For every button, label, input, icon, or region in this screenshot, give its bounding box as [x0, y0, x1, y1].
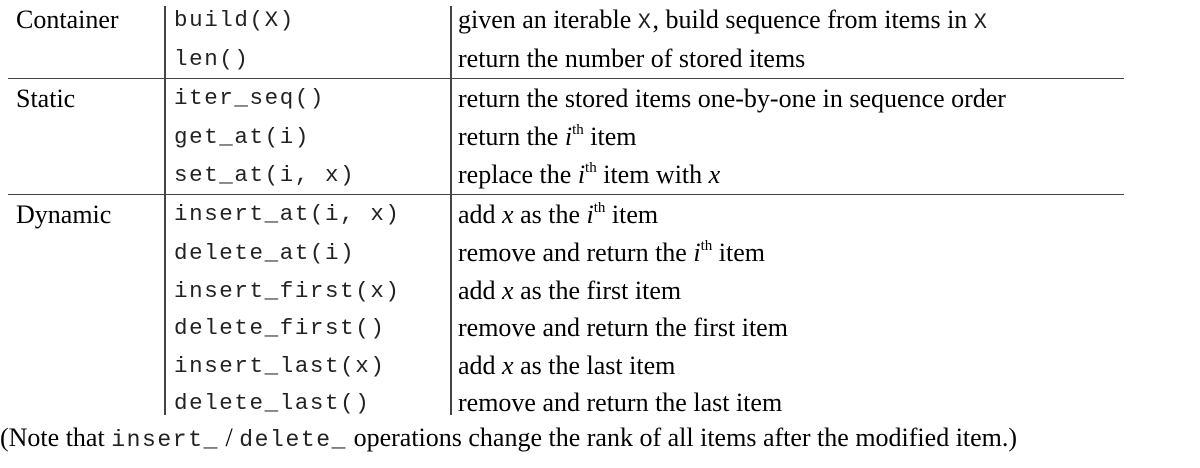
code-delete: delete_	[239, 427, 348, 453]
operation-name: len()	[174, 45, 250, 72]
group-dynamic: Dynamic insert_at(i, x) add x as the ith…	[8, 193, 1124, 423]
operation-description: remove and return the ith item	[458, 238, 765, 268]
table-row: Container build(X) given an iterable X, …	[8, 0, 1124, 40]
group-container: Container build(X) given an iterable X, …	[8, 0, 1124, 78]
category-label: Container	[16, 5, 119, 34]
operation-name: iter_seq()	[174, 85, 326, 112]
operation-description: return the ith item	[458, 122, 637, 152]
table-row: Dynamic insert_at(i, x) add x as the ith…	[8, 195, 1124, 235]
operation-description: add x as the first item	[458, 275, 682, 305]
table-row: get_at(i) return the ith item	[8, 119, 1124, 157]
operation-name: delete_first()	[174, 315, 386, 341]
operation-name: insert_at(i, x)	[174, 201, 401, 228]
operation-description: return the number of stored items	[458, 43, 806, 73]
operation-name: delete_last()	[174, 390, 371, 416]
table-row: delete_at(i) remove and return the ith i…	[8, 235, 1124, 273]
operation-description: replace the ith item with x	[458, 159, 721, 189]
column-divider-right	[450, 6, 452, 415]
category-label: Static	[16, 83, 76, 113]
code-insert: insert_	[111, 427, 220, 453]
group-static: Static iter_seq() return the stored item…	[8, 77, 1124, 194]
operation-description: given an iterable X, build sequence from…	[458, 4, 989, 35]
sequence-interface-table: Container build(X) given an iterable X, …	[8, 0, 1124, 422]
table-row: insert_first(x) add x as the first item	[8, 272, 1124, 310]
operation-description: remove and return the first item	[458, 313, 788, 343]
category-label: Dynamic	[16, 199, 112, 229]
operation-name: build(X)	[174, 6, 295, 33]
operation-description: return the stored items one-by-one in se…	[458, 83, 1006, 113]
table-row: Static iter_seq() return the stored item…	[8, 79, 1124, 119]
operation-description: add x as the ith item	[458, 199, 659, 229]
operation-description: remove and return the last item	[458, 388, 783, 418]
table-row: delete_last() remove and return the last…	[8, 385, 1124, 423]
operation-name: insert_first(x)	[174, 277, 401, 304]
table-row: insert_last(x) add x as the last item	[8, 347, 1124, 385]
column-divider-left	[164, 6, 166, 415]
footnote: (Note that insert_ / delete_ operations …	[0, 423, 1018, 453]
operation-name: insert_last(x)	[174, 352, 386, 379]
table-row: set_at(i, x) replace the ith item with x	[8, 156, 1124, 194]
table-row: delete_first() remove and return the fir…	[8, 310, 1124, 348]
operation-description: add x as the last item	[458, 350, 676, 380]
table-row: len() return the number of stored items	[8, 40, 1124, 78]
operation-name: set_at(i, x)	[174, 161, 356, 188]
operation-name: get_at(i)	[174, 124, 310, 150]
operation-name: delete_at(i)	[174, 240, 356, 266]
